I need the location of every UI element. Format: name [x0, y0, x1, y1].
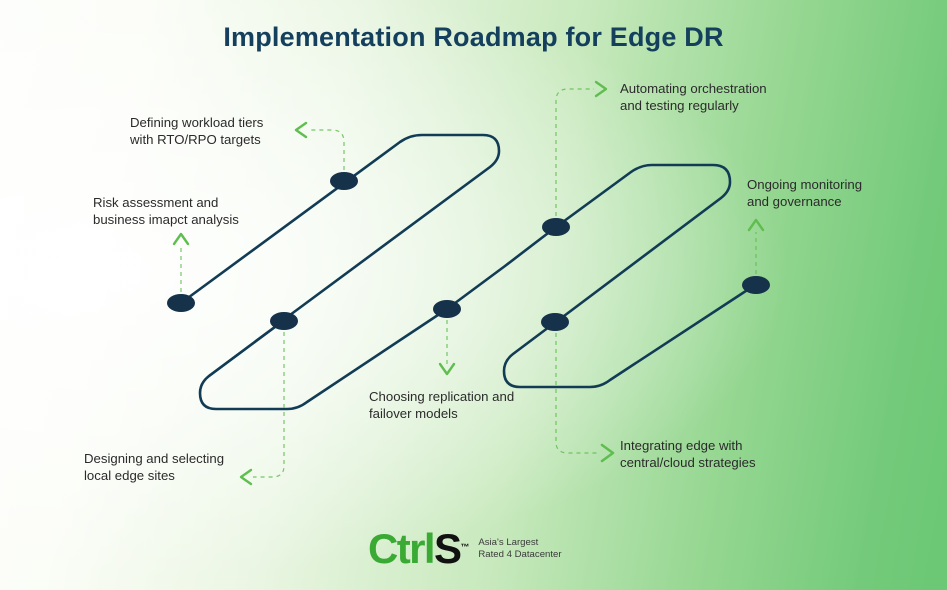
logo-word-s: S [433, 525, 462, 572]
chevron-up-step-1 [172, 232, 190, 246]
path-loop-left-lower [207, 319, 285, 378]
node-dot-step-1 [167, 294, 195, 312]
connector-step-3 [253, 324, 285, 478]
node-dot-step-2 [330, 172, 358, 190]
step-label-ongoing-monitoring: Ongoing monitoring and governance [747, 177, 863, 209]
node-dot-step-6 [541, 313, 569, 331]
chevron-up-step-7 [747, 218, 765, 232]
step-label-risk-assessment: Risk assessment and business imapct anal… [93, 195, 239, 227]
step-label-workload-tiers: Defining workload tiers with RTO/RPO tar… [130, 115, 264, 147]
chevron-right-step-5 [594, 80, 608, 98]
chevron-right-step-6 [600, 443, 615, 463]
node-dot-step-3 [270, 312, 298, 330]
node-dot-step-7 [742, 276, 770, 294]
chevron-left-step-3 [239, 468, 253, 486]
node-dot-step-5 [542, 218, 570, 236]
step-label-automating-orchestration: Automating orchestration and testing reg… [620, 81, 767, 113]
path-loop-right [445, 163, 757, 389]
step-label-replication-failover: Choosing replication and failover models [369, 389, 515, 421]
trademark-icon: ™ [460, 542, 470, 552]
logo-tagline: Asia's Largest Rated 4 Datacenter [478, 537, 562, 561]
logo-word-ctrl: Ctrl [368, 525, 436, 572]
step-label-integrating-edge: Integrating edge with central/cloud stra… [620, 438, 756, 470]
chevron-down-step-4 [438, 362, 456, 376]
node-dot-step-4 [433, 300, 461, 318]
connector-step-5 [555, 88, 594, 224]
page-title: Implementation Roadmap for Edge DR [223, 22, 724, 52]
step-label-local-edge-sites: Designing and selecting local edge sites [84, 451, 225, 483]
chevron-left-step-2 [294, 121, 308, 139]
